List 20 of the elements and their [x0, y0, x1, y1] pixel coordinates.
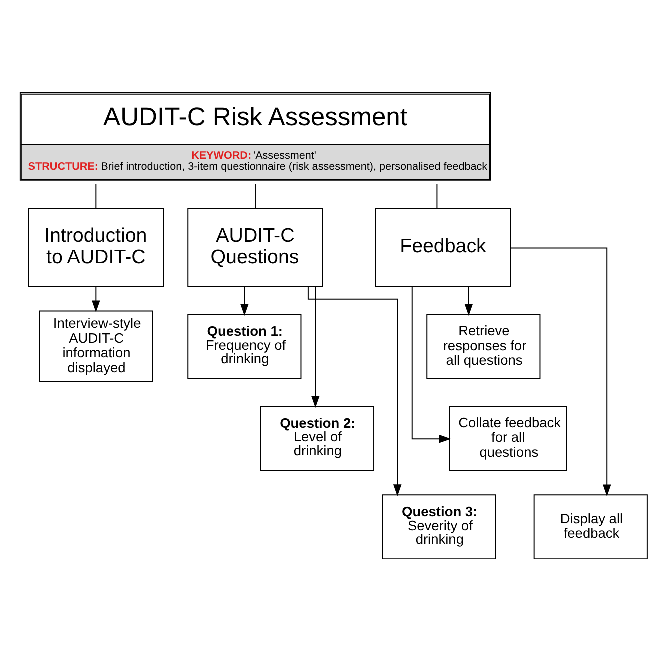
arrow: [92, 286, 100, 313]
arrow: [312, 286, 320, 408]
node-box: AUDIT-C Questions: [188, 208, 324, 288]
connector: [255, 184, 256, 210]
arrow: [464, 286, 474, 316]
node-box: Retrieve responses for all questions: [426, 314, 541, 380]
node-box: Collate feedback for all questions: [449, 406, 568, 472]
arrow: [412, 286, 452, 444]
node-box: Question 3: Severity of drinking: [382, 494, 496, 560]
node-box: Question 2: Level of drinking: [260, 406, 374, 472]
node-box: Feedback: [375, 208, 512, 288]
node-box: Display all feedback: [534, 494, 648, 560]
connector: [96, 184, 97, 210]
arrow: [240, 286, 249, 316]
connector: [436, 184, 438, 210]
arrow: [308, 286, 402, 496]
node-box: Question 1: Frequency of drinking: [188, 314, 302, 380]
node-box: Introduction to AUDIT-C: [28, 208, 164, 288]
node-box: Interview-style AUDIT-C information displayed: [39, 310, 154, 383]
arrow: [510, 248, 612, 497]
